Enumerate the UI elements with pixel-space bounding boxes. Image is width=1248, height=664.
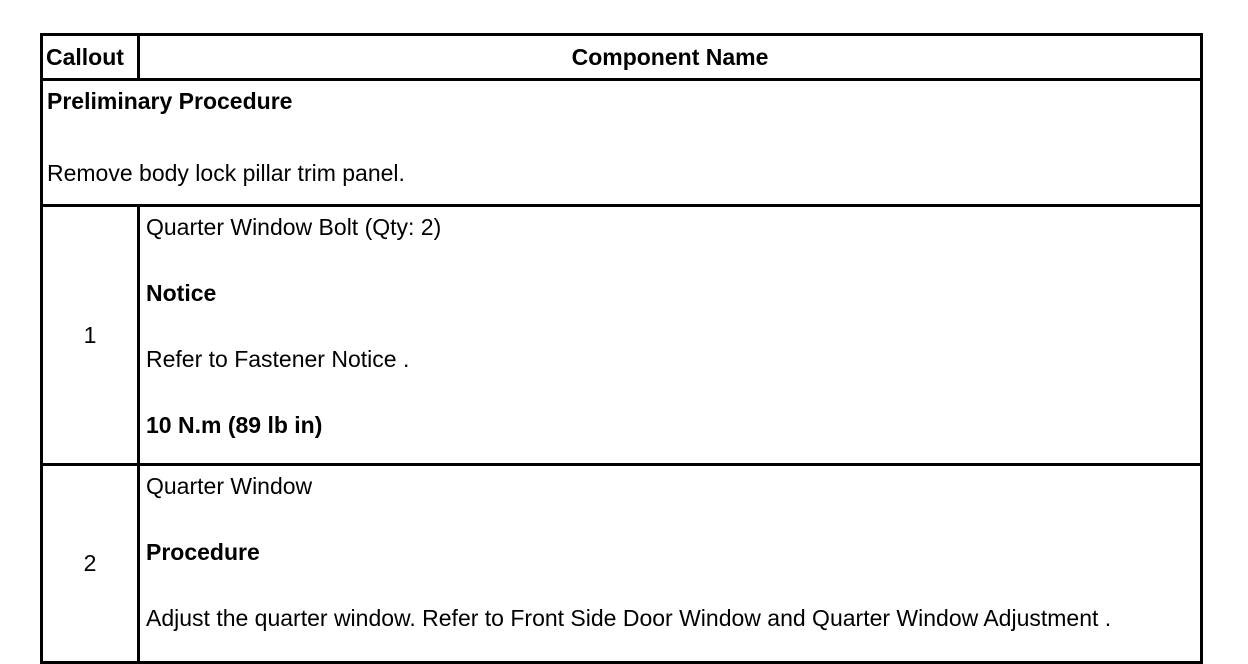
procedure-reference-text: Adjust the quarter window. Refer to Fron… [146,605,1112,631]
preliminary-procedure-cell: Preliminary Procedure Remove body lock p… [40,78,1203,207]
table-header-row: Callout Component Name [40,33,1203,81]
component-name-column-header: Component Name [137,33,1203,81]
component-line: Quarter Window Bolt (Qty: 2) [146,214,442,240]
component-line: Quarter Window [146,473,313,499]
preliminary-procedure-body: Remove body lock pillar trim panel. [47,160,405,186]
table-row-callout-2: 2 Quarter Window Procedure Adjust the qu… [40,463,1203,664]
component-table-container: Callout Component Name Preliminary Proce… [40,33,1203,664]
component-description-cell: Quarter Window Bolt (Qty: 2) Notice Refe… [137,204,1203,466]
preliminary-procedure-row: Preliminary Procedure Remove body lock p… [40,78,1203,207]
component-description-cell: Quarter Window Procedure Adjust the quar… [137,463,1203,664]
notice-label: Notice [146,280,217,306]
callout-number: 1 [40,204,140,466]
notice-reference-text: Refer to Fastener Notice . [146,346,410,372]
callout-column-header: Callout [40,33,140,81]
torque-spec-text: 10 N.m (89 lb in) [146,412,323,438]
component-callout-table: Callout Component Name Preliminary Proce… [40,33,1203,664]
callout-number: 2 [40,463,140,664]
procedure-label: Procedure [146,539,260,565]
table-row-callout-1: 1 Quarter Window Bolt (Qty: 2) Notice Re… [40,204,1203,466]
preliminary-procedure-title: Preliminary Procedure [47,88,293,114]
